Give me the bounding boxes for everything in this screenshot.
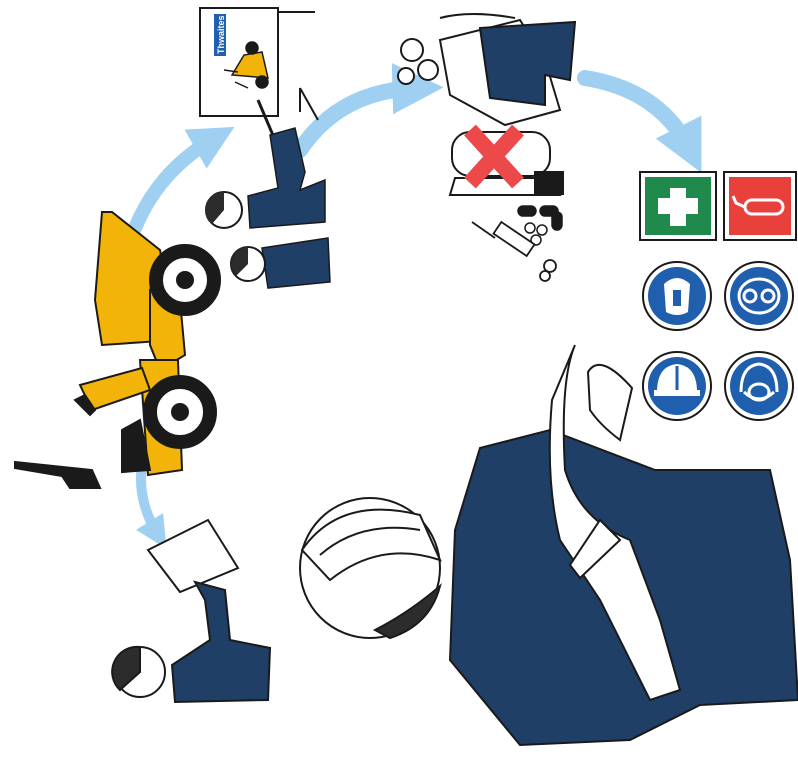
steering-handle [15,462,100,488]
operator-manual-board: Thwaites [200,8,318,140]
respiratory-protection-sign [725,352,793,420]
instructor-figure [300,345,798,745]
checklist-figure [112,520,270,702]
fire-extinguisher-sign [724,172,796,240]
first-aid-sign [640,172,716,240]
rear-wheel [144,376,216,448]
front-wheel [150,245,220,315]
health-station [398,14,575,281]
eye-protection-sign [725,262,793,330]
head-protection-sign [643,352,711,420]
arrow-machine-to-manual [128,138,215,248]
arrow-health-to-signs [585,78,690,150]
hard-hat [300,498,440,638]
stethoscope-icon [401,39,423,61]
listener-figure [231,238,330,288]
doctor-trousers [480,22,575,105]
safety-signs-grid [640,172,796,420]
hearing-protection-icon [664,278,690,315]
dumper-machine [15,212,220,488]
hearing-protection-sign [643,262,711,330]
manual-brand-text: Thwaites [216,15,226,54]
checklist-sheet [148,520,238,592]
